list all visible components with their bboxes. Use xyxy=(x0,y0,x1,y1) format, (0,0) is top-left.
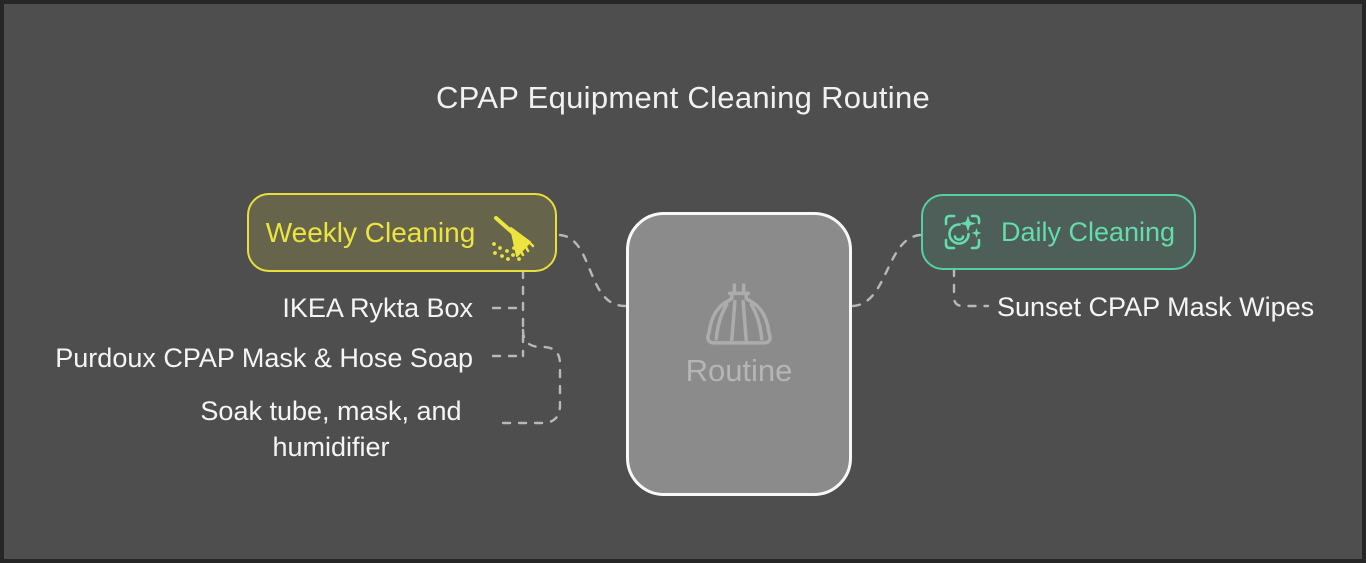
daily-cleaning-label: Daily Cleaning xyxy=(1000,216,1176,247)
routine-label: Routine xyxy=(685,353,793,388)
dust-dots xyxy=(492,241,522,261)
weekly-cleaning-label: Weekly Cleaning xyxy=(265,216,476,248)
page-title: CPAP Equipment Cleaning Routine xyxy=(435,80,931,115)
item-ikea-rykta-box[interactable]: IKEA Rykta Box xyxy=(282,293,473,323)
item-sunset-mask-wipes[interactable]: Sunset CPAP Mask Wipes xyxy=(997,292,1315,322)
sweeping-broom-icon xyxy=(492,215,535,261)
connector-item-soak xyxy=(493,328,562,425)
item-soak-tube-mask-humidifier[interactable]: Soak tube, mask, and humidifier xyxy=(200,396,462,462)
node-daily-cleaning[interactable]: Daily Cleaning xyxy=(921,194,1196,270)
connector-item-sunset xyxy=(952,267,990,308)
connector-weekly-to-routine xyxy=(558,233,627,308)
broom-outline-icon xyxy=(706,283,772,345)
node-weekly-cleaning[interactable]: Weekly Cleaning xyxy=(247,193,557,272)
item-purdoux-soap[interactable]: Purdoux CPAP Mask & Hose Soap xyxy=(55,343,473,373)
node-routine[interactable]: Routine xyxy=(626,212,852,496)
connector-routine-to-daily xyxy=(851,233,922,308)
sparkle-clean-icon xyxy=(944,214,982,250)
